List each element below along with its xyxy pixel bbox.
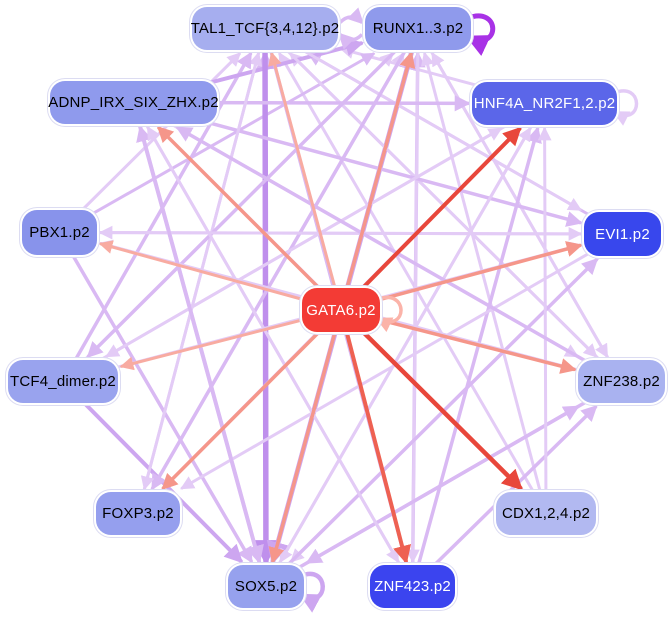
edge-tal1-znf238 [263,27,598,358]
edge-sox5-adnp [136,125,268,589]
edge-znf423-hnf4a [410,126,542,589]
node-tcf4[interactable]: TCF4_dimer.p2 [8,360,118,403]
node-label: ZNF423.p2 [374,578,451,595]
node-label: ZNF238.p2 [583,373,660,390]
node-foxp3[interactable]: FOXP3.p2 [96,492,180,535]
self-loop-runx1 [464,13,496,56]
node-evi1[interactable]: EVI1.p2 [584,212,661,256]
node-label: FOXP3.p2 [102,505,174,522]
node-znf238[interactable]: ZNF238.p2 [578,360,665,403]
node-label: SOX5.p2 [234,578,298,595]
node-pbx1[interactable]: PBX1.p2 [22,210,97,255]
edge-gata6-tal1 [268,51,343,312]
node-label: ADNP_IRX_SIX_ZHX.p2 [48,94,219,111]
edge-gata6-foxp3 [161,308,343,490]
edge-znf423-adnp [146,125,414,588]
self-loop-sox5 [297,571,325,613]
node-tal1[interactable]: TAL1_TCF{3,4,12}.p2 [190,7,340,50]
edge-sox5-znf238 [264,405,580,589]
node-gata6[interactable]: GATA6.p2 [302,288,380,332]
node-cdx[interactable]: CDX1,2,4.p2 [496,492,596,535]
edge-cdx-hnf4a [537,126,552,515]
edge-sox5-hnf4a [264,126,532,588]
node-label: HNF4A_NR2F1,2.p2 [473,95,616,112]
self-loop-gata6 [374,295,403,333]
node-label: TCF4_dimer.p2 [10,373,116,390]
edge-pbx1-sox5 [57,230,253,564]
node-label: CDX1,2,4.p2 [501,505,591,522]
edge-tal1-foxp3 [140,27,267,491]
node-label: TAL1_TCF{3,4,12}.p2 [190,20,340,37]
mutual-edge-b-a [338,32,364,50]
edge-runx1-znf238 [416,27,609,359]
edge-tcf4-sox5 [61,379,244,564]
edge-gata6-hnf4a [339,126,522,312]
node-label: EVI1.p2 [595,225,650,243]
edge-sox5-evi1 [264,258,599,589]
edge-hnf4a-tcf4 [105,102,546,358]
mutual-edge-a-b [338,7,364,25]
node-sox5[interactable]: SOX5.p2 [228,565,304,608]
node-label: RUNX1..3.p2 [372,20,464,37]
node-adnp[interactable]: ADNP_IRX_SIX_ZHX.p2 [48,81,219,124]
edge-znf238-adnp [175,126,624,384]
edge-cdx-tal1 [278,51,548,515]
edge-gata6-cdx [338,307,523,491]
edge-evi1-foxp3 [180,232,624,490]
node-hnf4a[interactable]: HNF4A_NR2F1,2.p2 [472,82,617,125]
edge-runx1-znf423 [405,27,420,564]
edge-runx1-tcf4 [86,26,420,358]
node-znf423[interactable]: ZNF423.p2 [370,565,455,608]
edge-gata6-znf423 [339,308,412,565]
edge-tal1-evi1 [263,27,583,212]
edge-gata6-adnp [157,126,343,312]
node-label: GATA6.p2 [306,301,376,319]
node-runx1[interactable]: RUNX1..3.p2 [365,7,471,50]
self-loop-hnf4a [611,89,639,126]
node-label: PBX1.p2 [29,224,90,241]
edge-runx1-foxp3 [150,26,420,491]
edge-tcf4-tal1 [61,51,253,384]
edge-gata6-pbx1 [98,240,343,312]
edge-gata6-sox5 [268,308,343,564]
edge-gata6-runx1 [339,51,416,312]
